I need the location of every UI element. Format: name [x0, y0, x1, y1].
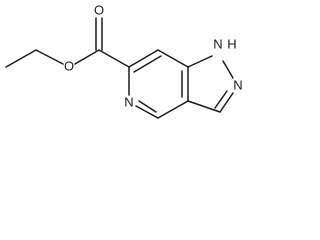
pyrazole-hydrogen-label: H [227, 36, 236, 51]
bond-ch2-ester-oxygen [35, 49, 64, 65]
atom-labels: O O N N H N [64, 2, 243, 109]
bond-ester-oxygen-carbonyl [74, 49, 100, 65]
bond-c6-c7-double-b [133, 55, 162, 73]
bond-n2-c3-double-b [214, 90, 228, 109]
bond-c7-c7a [157, 49, 189, 68]
pyrazole-nh-nitrogen-label: N [213, 36, 222, 51]
bond-c6-c7-double-a [128, 49, 159, 68]
bond-c7a-n1 [187, 55, 213, 68]
ester-oxygen-label: O [64, 58, 74, 73]
bond-carbonyl-ring-c6 [98, 49, 130, 68]
carbonyl-oxygen-label: O [94, 2, 104, 17]
bond-c3a-c4 [157, 100, 189, 119]
chemical-structure: O O N N H N [5, 2, 243, 119]
bond-ethyl-ch3-ch2 [5, 49, 37, 68]
bonds [5, 17, 234, 119]
bond-n2-c3-double-a [219, 92, 234, 113]
bond-n1-n2 [222, 60, 234, 79]
bond-c4-n5-double-a [135, 105, 159, 119]
pyrazole-nitrogen-label: N [233, 77, 242, 92]
bond-c3-c3a [187, 100, 221, 113]
pyridine-nitrogen-label: N [124, 94, 133, 109]
bond-c4-n5-double-b [138, 100, 157, 113]
